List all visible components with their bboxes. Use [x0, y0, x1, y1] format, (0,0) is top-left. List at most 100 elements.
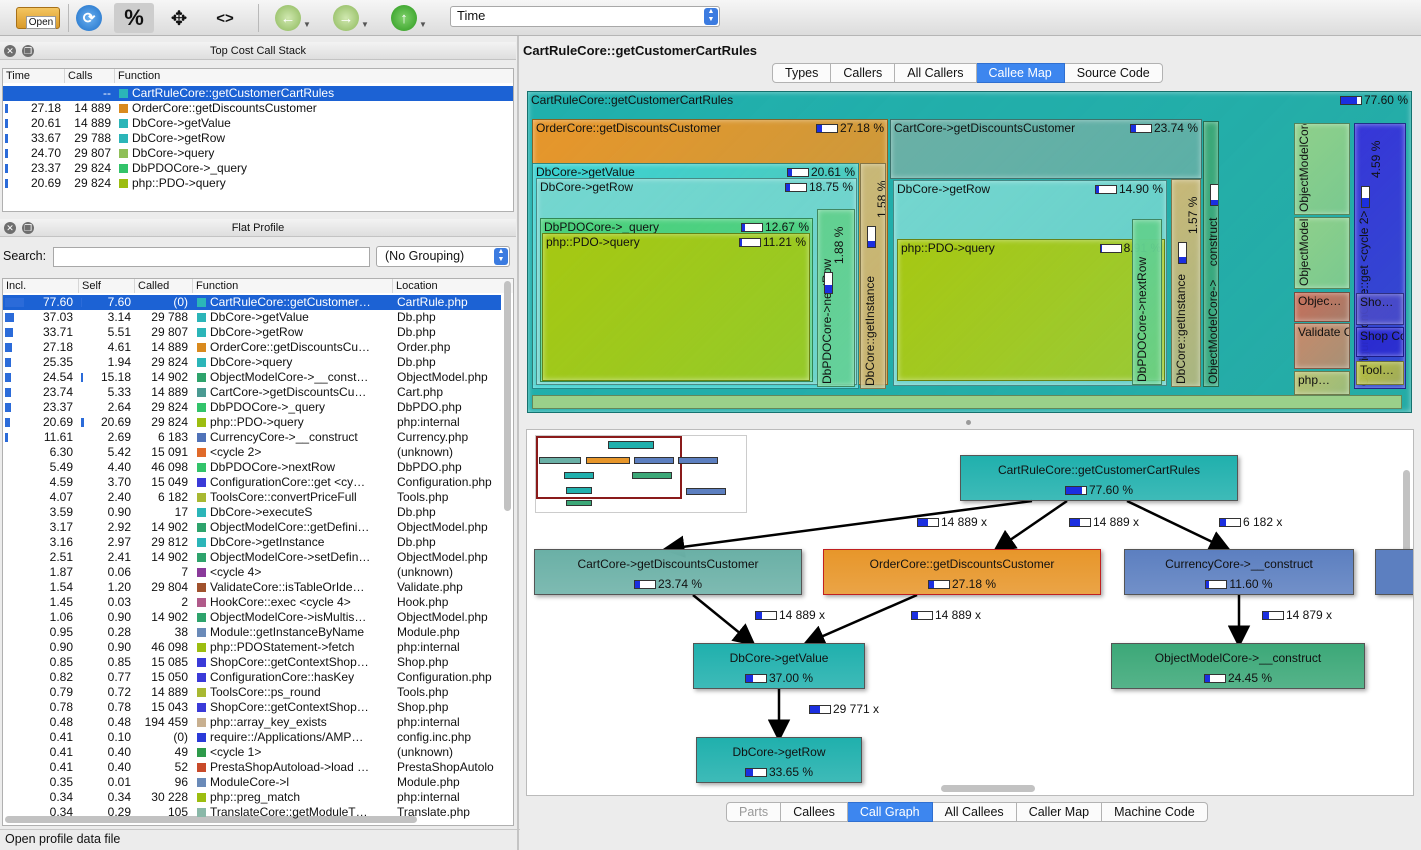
edge-call-count[interactable]: 14 879 x — [1262, 608, 1332, 622]
stack-row[interactable]: --CartRuleCore::getCustomerCartRules — [3, 86, 513, 101]
edge-call-count[interactable]: 14 889 x — [917, 515, 987, 529]
tab-parts[interactable]: Parts — [726, 802, 782, 822]
col-header-incl[interactable]: Incl. — [3, 279, 79, 293]
back-button[interactable]: ←▼ — [270, 3, 316, 33]
top-cost-call-stack-list[interactable]: Time Calls Function --CartRuleCore::getC… — [2, 68, 514, 212]
tab-all-callees[interactable]: All Callees — [932, 802, 1017, 822]
treemap-cell[interactable]: ObjectModelCore::getDefinition — [1294, 123, 1350, 215]
event-type-select[interactable]: Time▲▼ — [450, 6, 720, 27]
flat-profile-list[interactable]: Incl. Self Called Function Location 77.6… — [2, 278, 514, 826]
pane-splitter-handle[interactable] — [966, 420, 971, 425]
edge-call-count[interactable]: 6 182 x — [1219, 515, 1282, 529]
splitter[interactable] — [517, 36, 519, 850]
search-input[interactable] — [53, 247, 370, 267]
call-edge[interactable] — [992, 499, 1068, 552]
tab-types[interactable]: Types — [772, 63, 832, 83]
treemap-cell[interactable]: DbPDOCore->nextRow — [1132, 219, 1162, 385]
call-edge[interactable] — [1126, 499, 1232, 552]
treemap-cell[interactable]: php::PDO->query8.91 % — [897, 239, 1165, 381]
treemap-cell[interactable]: ObjectModelCore->setDefi… — [1294, 217, 1350, 289]
treemap-cell[interactable]: Objec… — [1294, 292, 1350, 322]
forward-button[interactable]: →▼ — [328, 3, 374, 33]
col-header-location[interactable]: Location — [393, 279, 513, 293]
horizontal-scrollbar[interactable] — [5, 816, 417, 823]
minimap-viewport[interactable] — [536, 436, 682, 499]
graph-horizontal-scrollbar[interactable] — [941, 785, 1035, 792]
col-header-calls[interactable]: Calls — [65, 69, 115, 83]
relative-percent-toggle[interactable]: % — [114, 3, 154, 33]
close-icon[interactable]: ✕ — [4, 45, 16, 57]
vertical-scrollbar[interactable] — [504, 281, 511, 511]
tab-call-graph[interactable]: Call Graph — [847, 802, 933, 822]
edge-call-count[interactable]: 14 889 x — [755, 608, 825, 622]
call-edge[interactable] — [662, 499, 1033, 558]
tab-callee-map[interactable]: Callee Map — [976, 63, 1065, 83]
treemap-cell[interactable]: Tool… — [1356, 361, 1404, 385]
tab-all-callers[interactable]: All Callers — [895, 63, 977, 83]
tab-callees[interactable]: Callees — [781, 802, 848, 822]
call-edge[interactable] — [802, 593, 918, 647]
col-header-called[interactable]: Called — [135, 279, 193, 293]
graph-vertical-scrollbar[interactable] — [1403, 470, 1410, 594]
shorten-names-toggle[interactable]: <> — [208, 3, 242, 33]
open-button[interactable]: Open — [14, 3, 62, 33]
edge-call-count[interactable]: 14 889 x — [1069, 515, 1139, 529]
treemap-cell[interactable]: php… — [1294, 371, 1350, 395]
up-button[interactable]: ↑▼ — [386, 3, 432, 33]
graph-node-partial[interactable] — [1375, 549, 1413, 595]
tab-caller-map[interactable]: Caller Map — [1016, 802, 1103, 822]
treemap-cell[interactable]: Shop Cor… — [1356, 327, 1404, 357]
refresh-button[interactable]: ⟳ — [72, 3, 106, 33]
edge-call-count[interactable]: 29 771 x — [809, 702, 879, 716]
col-header-function[interactable]: Function — [115, 69, 513, 83]
call-edge[interactable] — [692, 594, 756, 647]
tab-callers[interactable]: Callers — [831, 63, 896, 83]
